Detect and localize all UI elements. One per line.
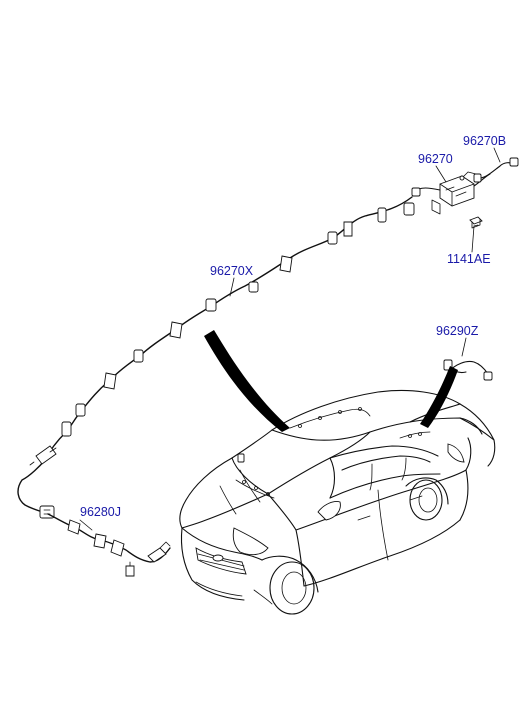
cable-96270b [473,157,519,183]
label-96270x[interactable]: 96270X [210,264,254,278]
label-96290z[interactable]: 96290Z [436,324,479,338]
pointer-feeder-to-roof [204,330,290,432]
label-96280j[interactable]: 96280J [80,505,121,519]
antenna-amplifier-96270 [411,171,491,215]
bolt-1141ae [469,216,483,229]
label-1141ae[interactable]: 1141AE [447,252,491,266]
leader-lines [79,147,501,531]
pointer-96290z-to-rear [420,366,458,428]
sedan-body [179,390,496,615]
label-96270b[interactable]: 96270B [463,134,506,148]
feeder-cable-96270x [17,196,415,519]
cable-96280j [47,513,171,577]
label-96270[interactable]: 96270 [418,152,453,166]
